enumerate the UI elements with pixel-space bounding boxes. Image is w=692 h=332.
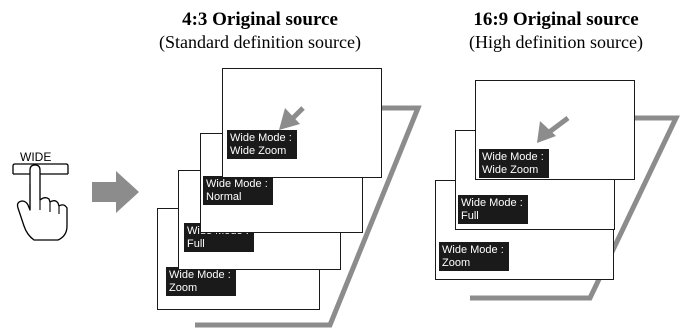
title-4-3: 4:3 Original source bbox=[182, 9, 338, 30]
mode-label-zoom: Wide Mode : Zoom bbox=[166, 267, 236, 296]
arrowhead-4-3 bbox=[279, 108, 300, 130]
mode-label-widezoom: Wide Mode : Wide Zoom bbox=[227, 130, 297, 159]
title-16-9: 16:9 Original source bbox=[473, 9, 639, 30]
column-title-4-3: 4:3 Original source (Standard definition… bbox=[115, 9, 405, 53]
column-title-16-9: 16:9 Original source (High definition so… bbox=[420, 9, 692, 53]
mode-label-normal: Wide Mode : Normal bbox=[203, 176, 273, 205]
wide-button-label: WIDE bbox=[20, 150, 52, 164]
loop-arrow-16-9-tip bbox=[546, 116, 570, 135]
mode-label-widezoom-hd: Wide Mode : Wide Zoom bbox=[479, 149, 549, 178]
wide-button-key-icon bbox=[12, 163, 69, 174]
loop-arrow-4-3-tip bbox=[290, 106, 305, 121]
arrowhead-16-9 bbox=[537, 121, 556, 143]
mode-label-full-hd: Wide Mode : Full bbox=[458, 195, 528, 224]
pressing-hand-icon bbox=[16, 164, 68, 241]
subtitle-4-3: (Standard definition source) bbox=[159, 32, 361, 52]
mode-label-zoom-hd: Wide Mode : Zoom bbox=[439, 242, 509, 271]
mode-frame-widezoom-4-3: Wide Mode : Wide Zoom bbox=[222, 68, 382, 178]
press-arrow-icon bbox=[92, 171, 139, 213]
subtitle-16-9: (High definition source) bbox=[469, 32, 643, 52]
mode-frame-widezoom-16-9: Wide Mode : Wide Zoom bbox=[475, 80, 635, 180]
